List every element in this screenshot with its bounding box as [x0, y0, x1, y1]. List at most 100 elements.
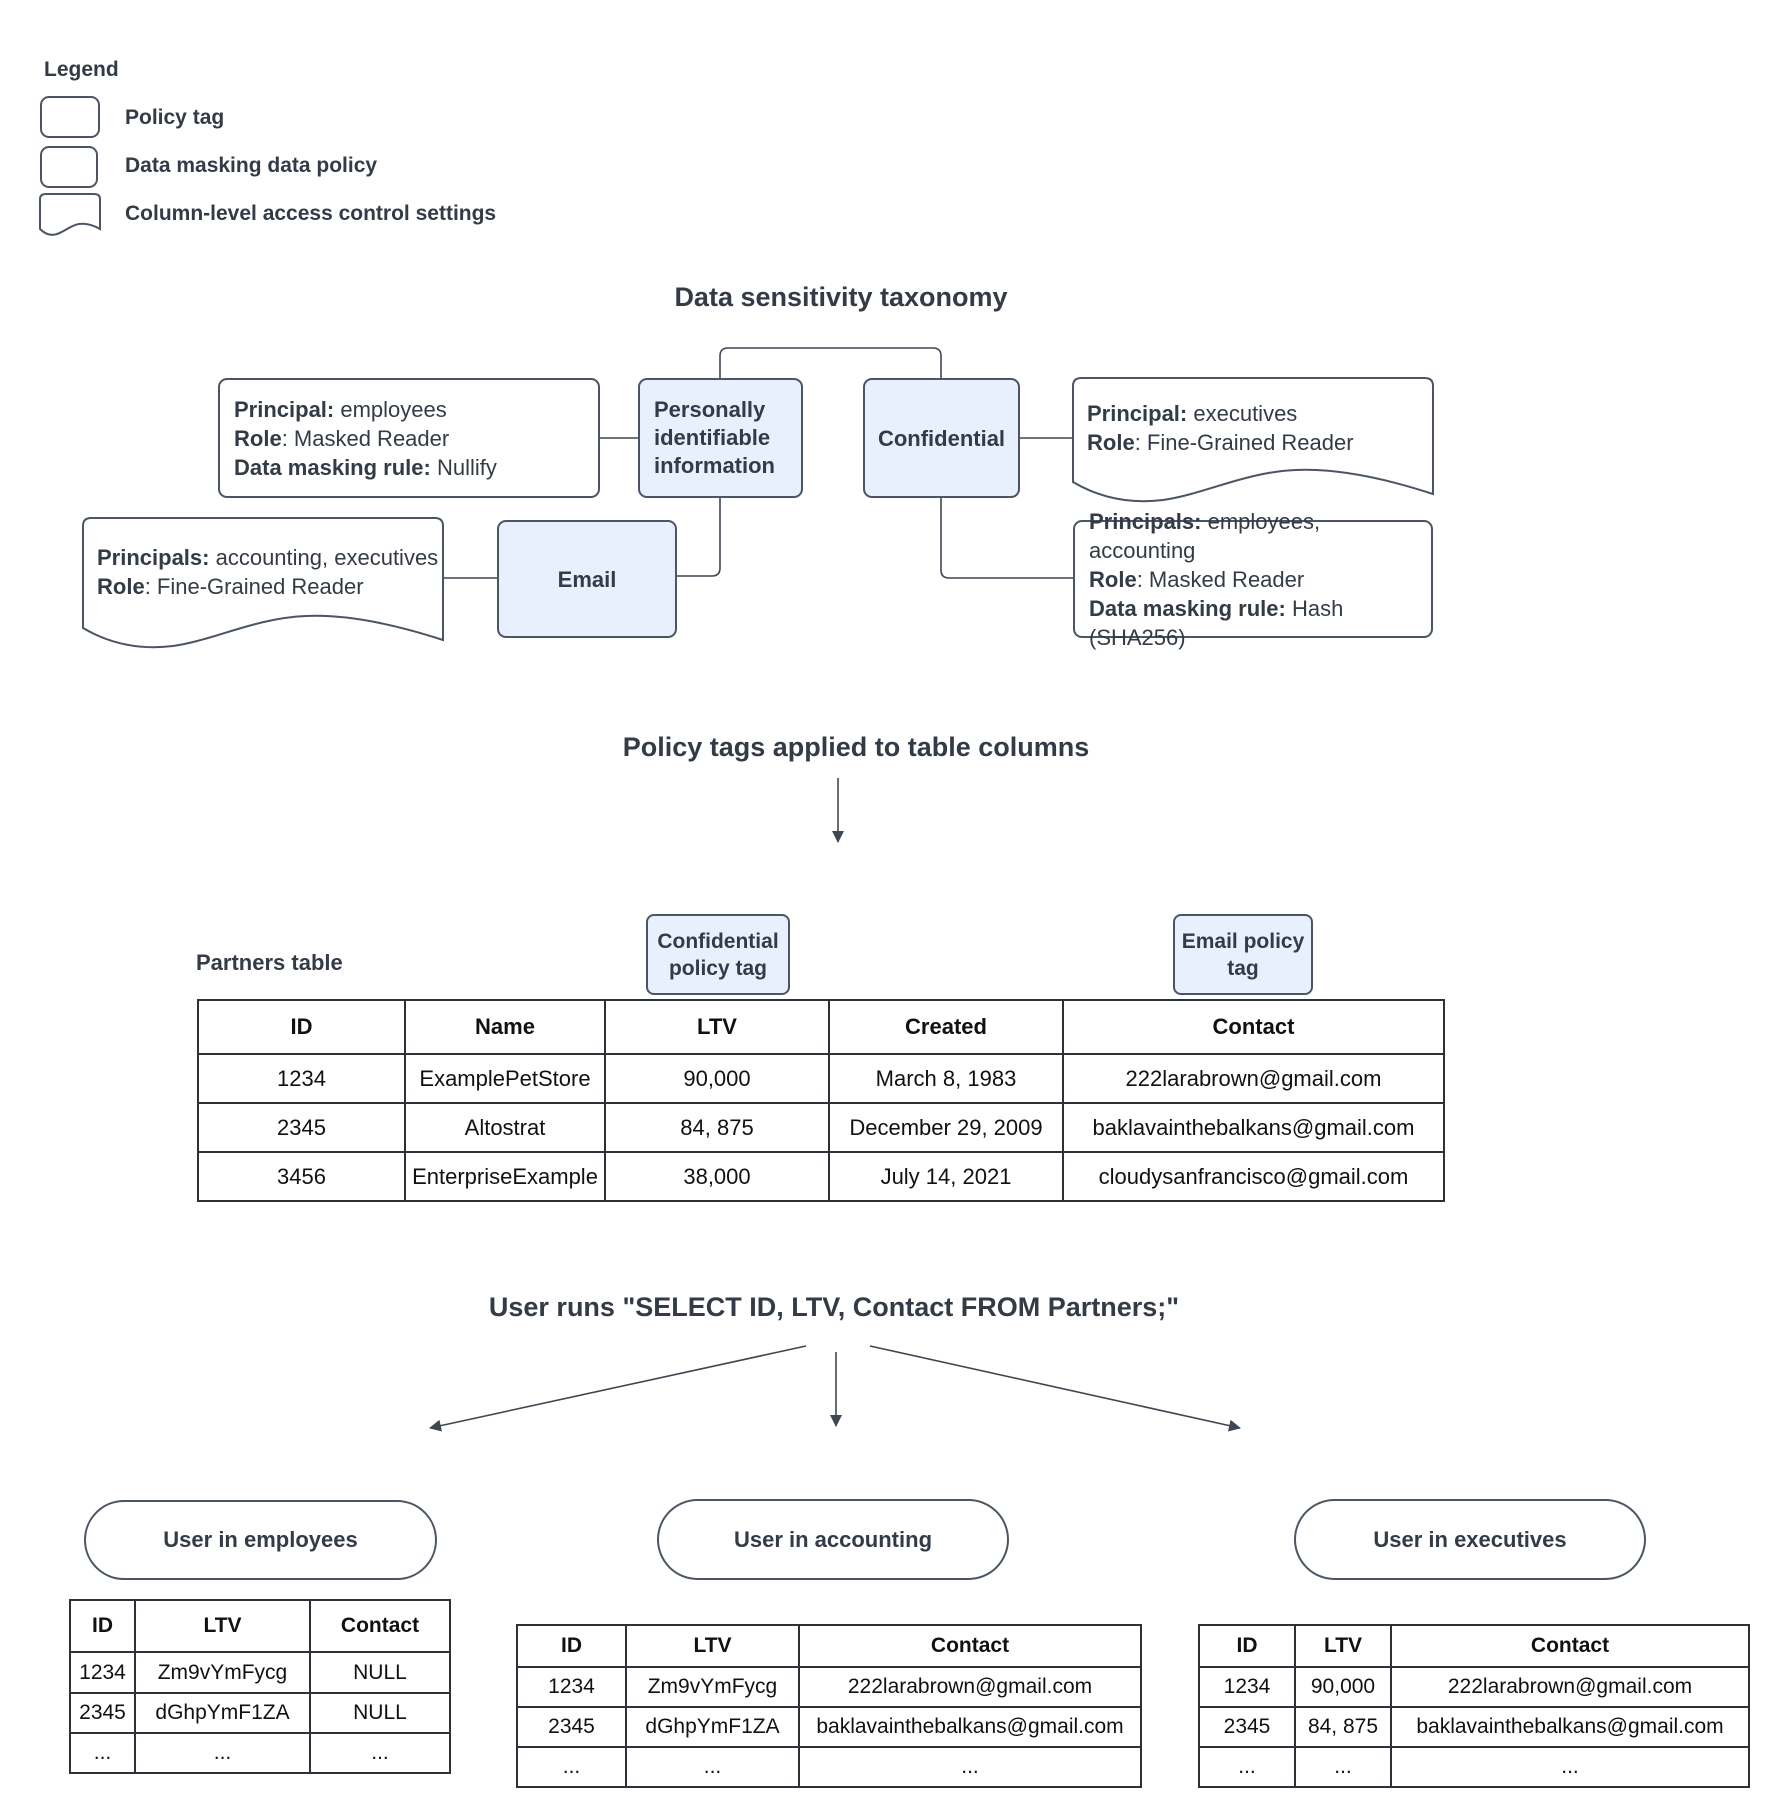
access-control-shape-executives	[1072, 377, 1434, 503]
legend-data-masking-swatch	[40, 146, 98, 188]
result-table-employees: ID LTV Contact 1234 Zm9vYmFycg NULL 2345…	[69, 1599, 451, 1774]
table-cell: 1234	[69, 1651, 136, 1694]
table-cell: ...	[1294, 1746, 1392, 1788]
column-header: LTV	[625, 1624, 800, 1668]
table-row: 2345 Altostrat 84, 875 December 29, 2009…	[197, 1102, 1445, 1153]
column-header: LTV	[604, 999, 830, 1055]
legend-title: Legend	[44, 58, 119, 81]
table-row: 2345 84, 875 baklavainthebalkans@gmail.c…	[1198, 1706, 1750, 1748]
column-header: Created	[828, 999, 1064, 1055]
policy-tag-confidential: Confidential	[863, 378, 1020, 498]
result-table-executives: ID LTV Contact 1234 90,000 222larabrown@…	[1198, 1624, 1750, 1788]
legend-item-access-control: Column-level access control settings	[125, 202, 497, 225]
table-cell: ...	[134, 1732, 311, 1774]
table-row: 1234 Zm9vYmFycg 222larabrown@gmail.com	[516, 1666, 1142, 1708]
table-cell: NULL	[309, 1692, 451, 1734]
column-header: Contact	[1062, 999, 1445, 1055]
user-group-employees: User in employees	[84, 1500, 437, 1580]
arrow-to-executives-result	[869, 1345, 1241, 1432]
table-row: 3456 EnterpriseExample 38,000 July 14, 2…	[197, 1151, 1445, 1202]
legend-item-policy-tag: Policy tag	[125, 106, 225, 129]
table-cell: 2345	[516, 1706, 627, 1748]
column-header: ID	[1198, 1624, 1296, 1668]
taxonomy-title: Data sensitivity taxonomy	[674, 282, 1008, 312]
access-control-executives: Principal: executives Role: Fine-Grained…	[1073, 378, 1433, 478]
arrow-to-employees-result	[429, 1345, 807, 1432]
policy-tag-email: Email	[497, 520, 677, 638]
policy-line: Principal: executives	[1087, 401, 1298, 426]
column-header: ID	[516, 1624, 627, 1668]
table-cell: 84, 875	[604, 1102, 830, 1153]
connector-root-bracket	[719, 347, 942, 378]
table-cell: 222larabrown@gmail.com	[1390, 1666, 1750, 1708]
partners-table-label: Partners table	[196, 950, 343, 975]
column-header: LTV	[1294, 1624, 1392, 1668]
table-row: 1234 ExamplePetStore 90,000 March 8, 198…	[197, 1053, 1445, 1104]
policy-line: Principal: employees	[234, 396, 447, 422]
user-group-accounting: User in accounting	[657, 1499, 1009, 1580]
policy-tag-pii: Personally identifiable information	[638, 378, 803, 498]
table-row: ... ... ...	[1198, 1746, 1750, 1788]
table-cell: Altostrat	[404, 1102, 606, 1153]
table-cell: Zm9vYmFycg	[134, 1651, 311, 1694]
table-cell: 3456	[197, 1151, 406, 1202]
user-group-executives: User in executives	[1294, 1499, 1646, 1580]
table-cell: Zm9vYmFycg	[625, 1666, 800, 1708]
connector-pii-to-email	[677, 498, 721, 577]
table-row: ... ... ...	[516, 1746, 1142, 1788]
table-cell: July 14, 2021	[828, 1151, 1064, 1202]
table-cell: dGhpYmF1ZA	[134, 1692, 311, 1734]
table-cell: baklavainthebalkans@gmail.com	[1062, 1102, 1445, 1153]
table-cell: baklavainthebalkans@gmail.com	[1390, 1706, 1750, 1748]
policy-line: Data masking rule: Nullify	[234, 454, 497, 480]
access-control-shape-email	[82, 517, 444, 649]
policy-line: Principals: accounting, executives	[97, 545, 439, 570]
column-header: Contact	[798, 1624, 1142, 1668]
policy-line: Role: Masked Reader	[234, 425, 450, 451]
table-row: 2345 dGhpYmF1ZA NULL	[69, 1692, 451, 1734]
column-header: ID	[69, 1599, 136, 1653]
table-cell: 84, 875	[1294, 1706, 1392, 1748]
legend-policy-tag-swatch	[40, 96, 100, 138]
table-cell: 1234	[1198, 1666, 1296, 1708]
table-cell: March 8, 1983	[828, 1053, 1064, 1104]
table-header-row: ID Name LTV Created Contact	[197, 999, 1445, 1055]
result-table-accounting: ID LTV Contact 1234 Zm9vYmFycg 222larabr…	[516, 1624, 1142, 1788]
column-header: Contact	[1390, 1624, 1750, 1668]
table-cell: ...	[309, 1732, 451, 1774]
table-cell: ...	[1198, 1746, 1296, 1788]
legend-access-control-swatch	[39, 193, 101, 236]
table-cell: December 29, 2009	[828, 1102, 1064, 1153]
data-policy-hash: Principals: employees, accounting Role: …	[1073, 509, 1433, 650]
applied-section-title: Policy tags applied to table columns	[622, 732, 1090, 762]
table-cell: ...	[1390, 1746, 1750, 1788]
table-cell: NULL	[309, 1651, 451, 1694]
table-cell: cloudysanfrancisco@gmail.com	[1062, 1151, 1445, 1202]
table-cell: 38,000	[604, 1151, 830, 1202]
table-row: ... ... ...	[69, 1732, 451, 1774]
column-header: ID	[197, 999, 406, 1055]
table-header-row: ID LTV Contact	[1198, 1624, 1750, 1668]
connector-confidential-to-masking	[940, 498, 1073, 579]
table-cell: 2345	[69, 1692, 136, 1734]
table-cell: dGhpYmF1ZA	[625, 1706, 800, 1748]
confidential-policy-tag-badge: Confidential policy tag	[646, 914, 790, 995]
legend-item-data-masking: Data masking data policy	[125, 154, 378, 177]
table-cell: 222larabrown@gmail.com	[1062, 1053, 1445, 1104]
table-row: 1234 Zm9vYmFycg NULL	[69, 1651, 451, 1694]
access-control-email: Principals: accounting, executives Role:…	[83, 518, 443, 626]
column-header: LTV	[134, 1599, 311, 1653]
data-policy-nullify: Principal: employees Role: Masked Reader…	[218, 378, 600, 498]
table-cell: 90,000	[1294, 1666, 1392, 1708]
policy-line: Role: Fine-Grained Reader	[97, 574, 364, 599]
table-cell: ...	[625, 1746, 800, 1788]
table-cell: ...	[798, 1746, 1142, 1788]
table-cell: 90,000	[604, 1053, 830, 1104]
table-cell: ...	[69, 1732, 136, 1774]
table-cell: 2345	[1198, 1706, 1296, 1748]
column-header: Contact	[309, 1599, 451, 1653]
table-row: 1234 90,000 222larabrown@gmail.com	[1198, 1666, 1750, 1708]
query-title: User runs "SELECT ID, LTV, Contact FROM …	[488, 1292, 1180, 1322]
